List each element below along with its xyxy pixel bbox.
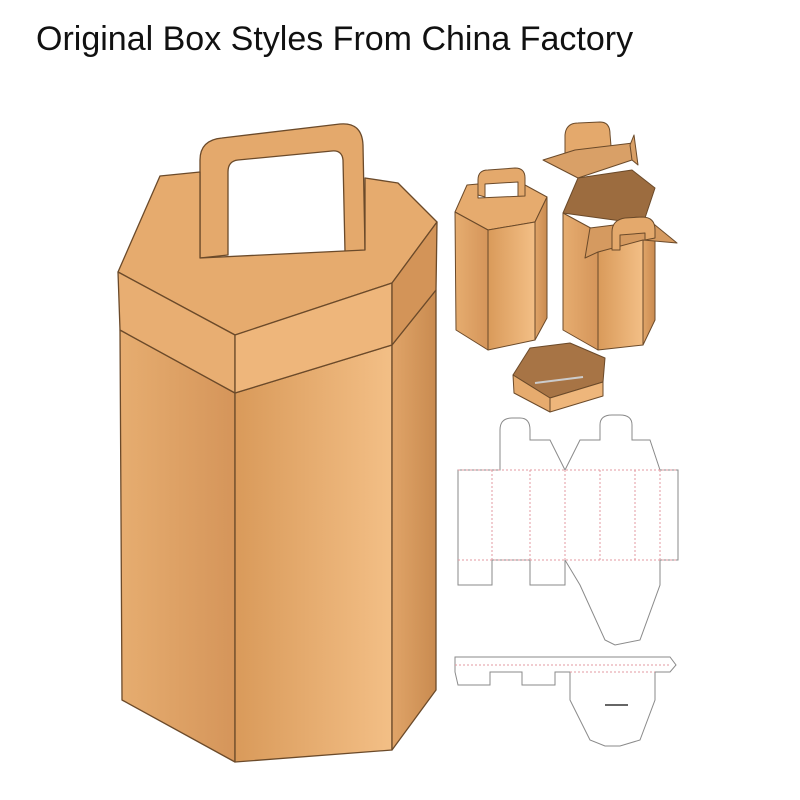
open-box (542, 121, 678, 351)
dieline-box (457, 414, 679, 646)
hex-tray (512, 342, 606, 413)
box-body-front (234, 344, 393, 763)
box-body-right (391, 289, 437, 751)
dieline-tray (454, 656, 677, 747)
page-title: Original Box Styles From China Factory (36, 20, 634, 58)
box-handle (199, 123, 366, 259)
small-closed-box (454, 167, 548, 351)
large-hex-box (117, 123, 438, 763)
box-body-left (119, 329, 236, 763)
lid-right (391, 221, 438, 346)
